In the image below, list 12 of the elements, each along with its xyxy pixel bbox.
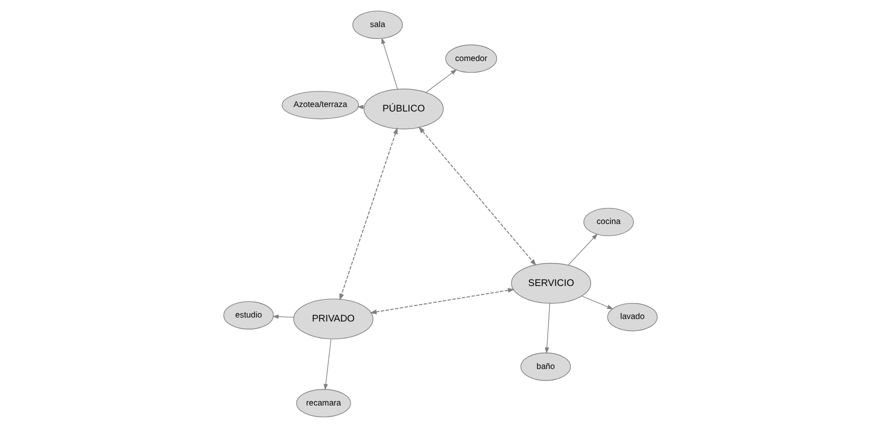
- arrow: [272, 314, 294, 319]
- arrow: [425, 69, 456, 93]
- arrow: [568, 234, 598, 266]
- arrow: [544, 303, 550, 354]
- arrow: [338, 127, 398, 300]
- node-ellipse: PRIVADO: [292, 298, 373, 340]
- node-ellipse: SERVICIO: [510, 262, 591, 304]
- arrow: [418, 126, 536, 266]
- arrow: [323, 338, 331, 390]
- arrow: [380, 38, 398, 90]
- arrow: [369, 288, 514, 314]
- arrow: [581, 296, 613, 310]
